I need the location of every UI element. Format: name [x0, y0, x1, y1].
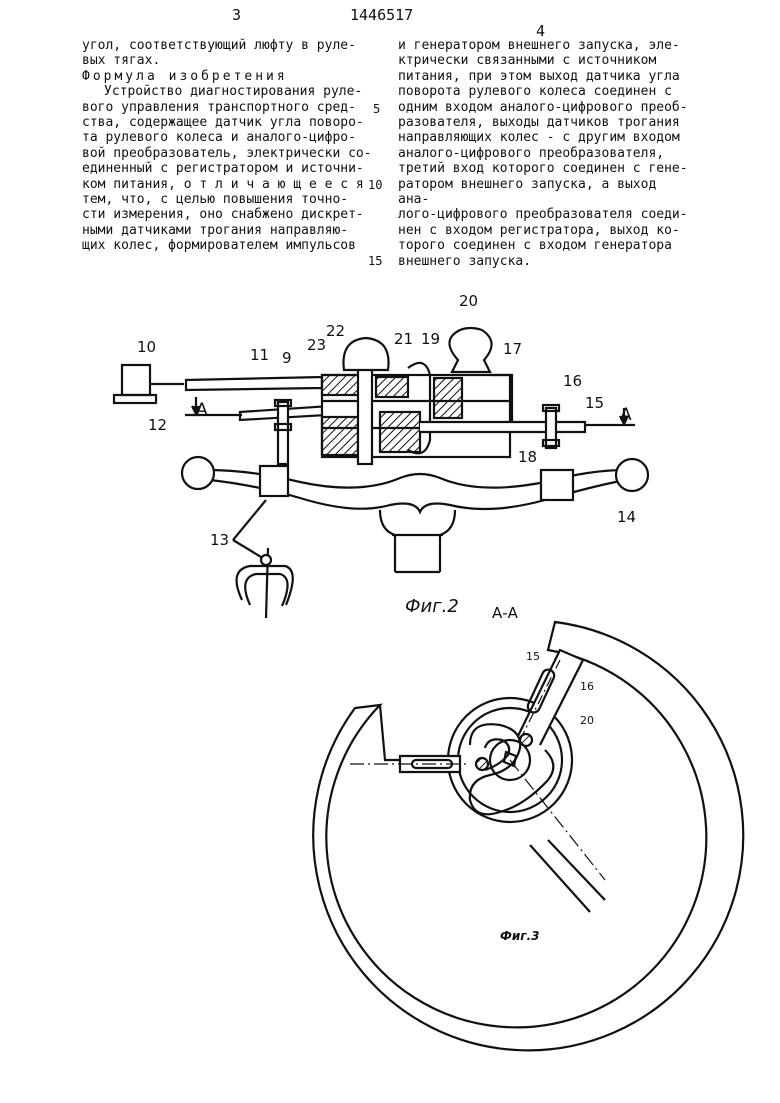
label-14: 14: [617, 508, 636, 526]
patent-number: 1446517: [350, 6, 414, 24]
label-16: 16: [563, 372, 582, 390]
label-9: 9: [282, 349, 292, 367]
text-line: аналого-цифрового преобразователя,: [398, 145, 665, 161]
figure-3-labels: 15 16 20: [526, 650, 594, 727]
label-23: 23: [307, 336, 326, 354]
line-number: 10: [368, 178, 383, 192]
section-label-a-left: A: [196, 400, 208, 420]
text-line: и генератором внешнего запуска, эле-: [398, 38, 680, 53]
text-line: внешнего запуска.: [398, 253, 532, 269]
figure-3-caption: Фиг.3: [500, 929, 540, 943]
text-line: лого-цифрового преобразователя соеди-: [398, 207, 688, 223]
text-line: щих колес, формирователем импульсов: [82, 238, 356, 254]
text-line: единенный с регистратором и источни-: [82, 161, 364, 177]
label-15: 15: [526, 650, 540, 663]
figure-2-caption: Фиг.2: [405, 596, 459, 617]
label-16: 16: [580, 680, 594, 693]
section-a-a-title: А-А: [492, 604, 519, 622]
text-line: нен с входом регистратора, выход ко-: [398, 222, 680, 238]
label-20: 20: [580, 714, 594, 727]
right-text-column: и генератором внешнего запуска, эле- ктр…: [398, 38, 688, 269]
text-line: Устройство диагностирования руле-: [104, 84, 363, 100]
label-19: 19: [421, 330, 440, 348]
text-line: поворота рулевого колеса соединен с: [398, 84, 672, 100]
label-22: 22: [326, 322, 345, 340]
figure-3: [312, 620, 745, 1052]
text-line: разователя, выходы датчиков трогания: [398, 115, 680, 131]
label-21: 21: [394, 330, 413, 348]
text-line: вого управления транспортного сред-: [82, 99, 356, 115]
page-number-left: 3: [232, 6, 242, 24]
claim-heading: Формула изобретения: [82, 68, 288, 84]
label-12: 12: [148, 416, 167, 434]
left-text-column: угол, соответствующий люфту в руле- вых …: [82, 38, 372, 254]
label-18: 18: [518, 448, 537, 466]
label-15: 15: [585, 394, 604, 412]
page-number-right: 4: [536, 22, 546, 40]
text-line: сти измерения, оно снабжено дискрет-: [82, 207, 364, 223]
text-line: торого соединен с входом генератора: [398, 238, 672, 254]
text-line: питания, при этом выход датчика угла: [398, 68, 680, 84]
section-label-a-right: A: [620, 405, 632, 425]
text-line: ком питания, о т л и ч а ю щ е е с я: [82, 176, 364, 192]
text-line: ства, содержащее датчик угла поворо-: [82, 115, 364, 131]
text-line: направляющих колес - с другим входом: [398, 130, 680, 146]
text-line: тем, что, с целью повышения точно-: [82, 192, 349, 208]
line-number: 15: [368, 254, 383, 268]
figure-2-labels: 10 12 11 9 23 22 21 19 20 17 18 16 15 14…: [137, 292, 636, 549]
text-line: та рулевого колеса и аналого-цифро-: [82, 130, 356, 146]
text-line: ктрически связанными с источником: [398, 53, 657, 69]
label-20: 20: [459, 292, 478, 310]
text-line: ными датчиками трогания направляю-: [82, 222, 349, 238]
text-line: вых тягах.: [82, 53, 161, 69]
text-line: вой преобразователь, электрически со-: [82, 145, 372, 161]
label-13: 13: [210, 531, 229, 549]
label-11: 11: [250, 346, 269, 364]
text-line: третий вход которого соединен с гене-: [398, 161, 688, 177]
figure-2: [112, 326, 650, 619]
label-10: 10: [137, 338, 156, 356]
line-number: 5: [373, 102, 381, 116]
text-line: ратором внешнего запуска, а выход ана-: [398, 176, 657, 208]
text-line: угол, соответствующий люфту в руле-: [82, 38, 356, 53]
text-line: одним входом аналого-цифрового преоб-: [398, 99, 688, 115]
label-17: 17: [503, 340, 522, 358]
